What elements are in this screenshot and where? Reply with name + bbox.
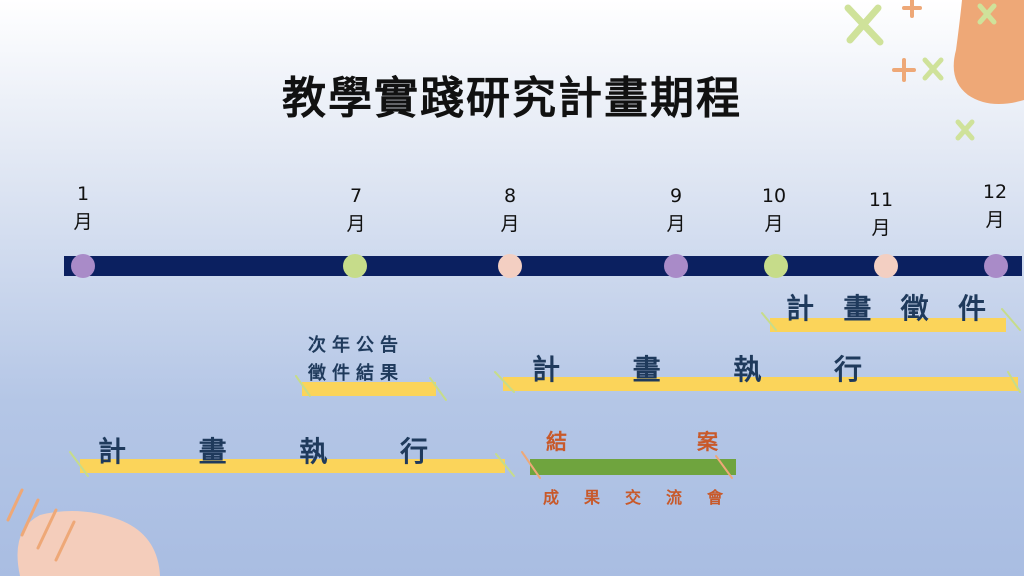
orange-hatch-lines bbox=[6, 488, 76, 562]
plan-execute-label-2: 計 畫 執 行 bbox=[532, 353, 862, 386]
orange-plus-icon bbox=[892, 58, 916, 82]
plan-execute-label-1: 計 畫 執 行 bbox=[98, 435, 428, 468]
timeline-dot-1 bbox=[71, 254, 95, 278]
timeline-dot-8 bbox=[498, 254, 522, 278]
month-label-11: 11 月 bbox=[868, 189, 894, 239]
peach-blob-shape bbox=[17, 511, 160, 576]
results-meeting-label: 成 果 交 流 會 bbox=[543, 488, 723, 507]
announce-highlight-bar bbox=[302, 382, 436, 396]
solicit-highlight-bar bbox=[770, 318, 1006, 332]
month-label-1: 1 月 bbox=[73, 183, 93, 233]
orange-plus-icon bbox=[902, 0, 922, 18]
timeline-dot-11 bbox=[874, 254, 898, 278]
timeline-dot-12 bbox=[984, 254, 1008, 278]
month-label-12: 12 月 bbox=[982, 181, 1008, 231]
green-cross-icon bbox=[977, 3, 997, 25]
orange-blob-shape bbox=[953, 0, 1024, 104]
page-title: 教學實踐研究計畫期程 bbox=[282, 73, 742, 124]
timeline-dot-7 bbox=[343, 254, 367, 278]
plan-solicit-label: 計 畫 徵 件 bbox=[786, 292, 986, 325]
green-cross-icon bbox=[844, 4, 884, 46]
timeline-dot-10 bbox=[764, 254, 788, 278]
month-label-7: 7 月 bbox=[346, 185, 366, 235]
timeline-dot-9 bbox=[664, 254, 688, 278]
green-cross-icon bbox=[955, 119, 975, 141]
announce-results-label: 次年公告 徵件結果 bbox=[308, 335, 404, 384]
execute-highlight-bar-2 bbox=[503, 377, 1018, 391]
month-label-10: 10 月 bbox=[761, 185, 787, 235]
green-cross-icon bbox=[922, 57, 944, 81]
close-case-bar bbox=[530, 459, 736, 475]
month-label-9: 9 月 bbox=[666, 185, 686, 235]
month-label-8: 8 月 bbox=[500, 185, 520, 235]
execute-highlight-bar-1 bbox=[80, 459, 505, 473]
close-case-label: 結 案 bbox=[546, 430, 718, 454]
